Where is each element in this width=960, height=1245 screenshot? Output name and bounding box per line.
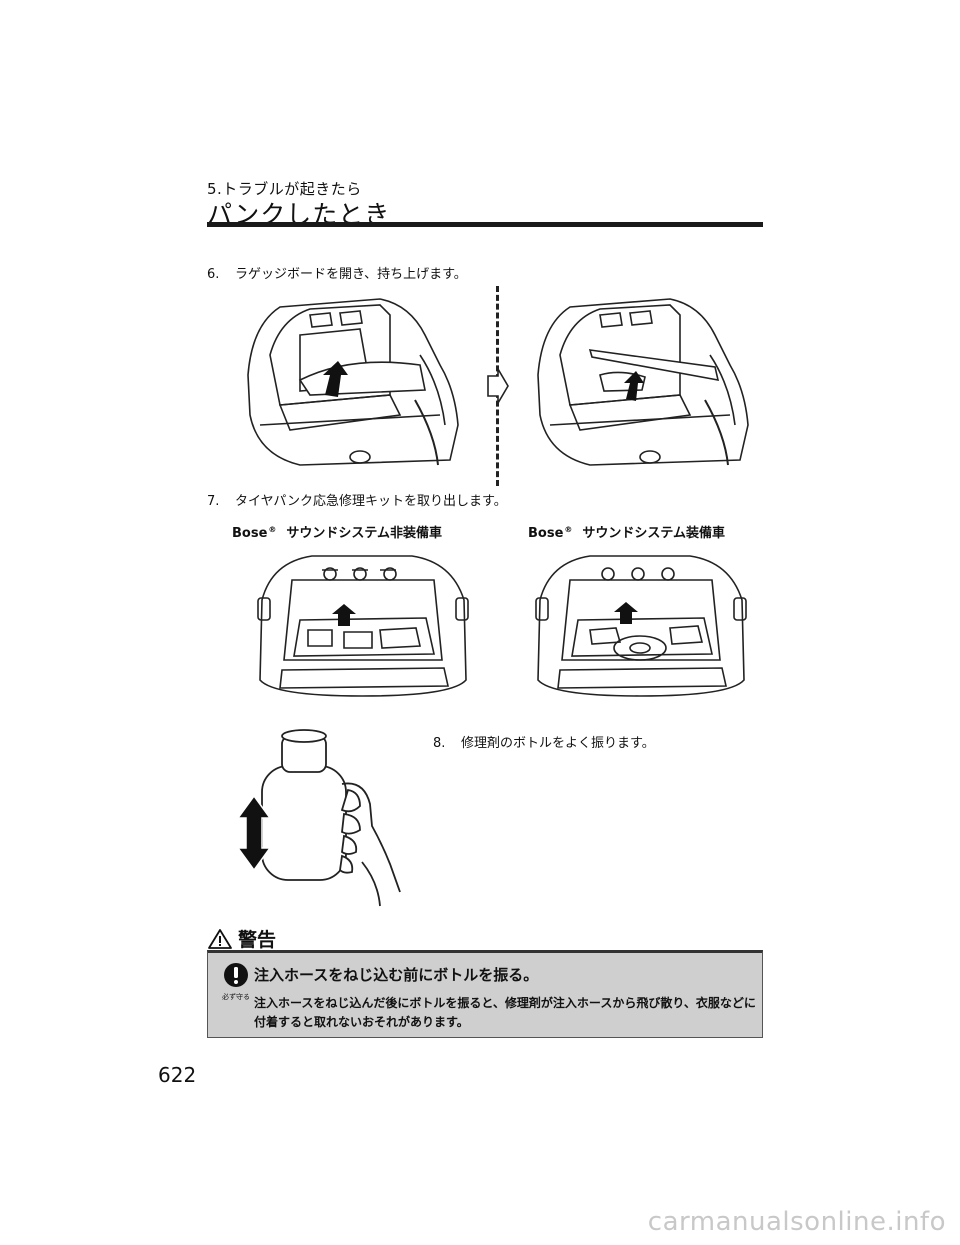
arrow-right-icon	[487, 368, 509, 404]
caption-with-bose: Bose® サウンドシステム装備車	[528, 522, 725, 541]
warning-label: 警告	[238, 929, 277, 951]
arrow-up-icon	[624, 371, 644, 401]
step-8: 8. 修理剤のボトルをよく振ります。	[433, 732, 655, 751]
badge-label: 必ず守る	[222, 993, 250, 1001]
watermark: carmanualsonline.info	[647, 1207, 946, 1237]
section-label: 5.トラブルが起きたら	[207, 180, 362, 198]
heading-rule	[207, 222, 763, 227]
caption-mark: ®	[268, 524, 277, 534]
bottle-shaking-illustration	[236, 729, 401, 907]
caption-mark: ®	[564, 524, 573, 534]
step-7: 7. タイヤパンク応急修理キットを取り出します。	[207, 490, 507, 509]
repair-kit-storage-standard-illustration	[257, 555, 469, 697]
repair-kit-storage-bose-illustration	[535, 555, 747, 697]
caption-brand: Bose	[232, 526, 268, 541]
warning-heading: 警告	[207, 925, 276, 952]
car-trunk-board-open-illustration	[537, 298, 749, 466]
warning-box: 必ず守る 注入ホースをねじ込む前にボトルを振る。 注入ホースをねじ込んだ後にボト…	[207, 950, 763, 1038]
car-trunk-board-closed-illustration	[247, 298, 459, 466]
step-text: タイヤパンク応急修理キットを取り出します。	[235, 494, 507, 509]
caption-text: サウンドシステム装備車	[582, 526, 726, 541]
step-number: 6.	[207, 267, 220, 282]
warning-body: 注入ホースをねじ込んだ後にボトルを振ると、修理剤が注入ホースから飛び散り、衣服な…	[254, 996, 756, 1029]
warning-triangle-icon	[208, 928, 232, 949]
step-number: 7.	[207, 494, 220, 509]
arrow-up-icon	[323, 361, 348, 397]
warning-title: 注入ホースをねじ込む前にボトルを振る。	[254, 966, 539, 984]
caption-brand: Bose	[528, 526, 564, 541]
step-number: 8.	[433, 736, 446, 751]
arrow-up-icon	[332, 604, 356, 626]
double-arrow-icon	[236, 794, 272, 872]
step-6: 6. ラゲッジボードを開き、持ち上げます。	[207, 263, 467, 282]
step-text: ラゲッジボードを開き、持ち上げます。	[235, 267, 467, 282]
step-text: 修理剤のボトルをよく振ります。	[461, 736, 655, 751]
mandatory-badge: 必ず守る	[218, 962, 254, 1002]
caption-without-bose: Bose® サウンドシステム非装備車	[232, 522, 442, 541]
arrow-up-icon	[614, 602, 638, 624]
caption-text: サウンドシステム非装備車	[286, 526, 443, 541]
exclamation-icon	[224, 963, 248, 987]
page-number: 622	[158, 1063, 197, 1087]
